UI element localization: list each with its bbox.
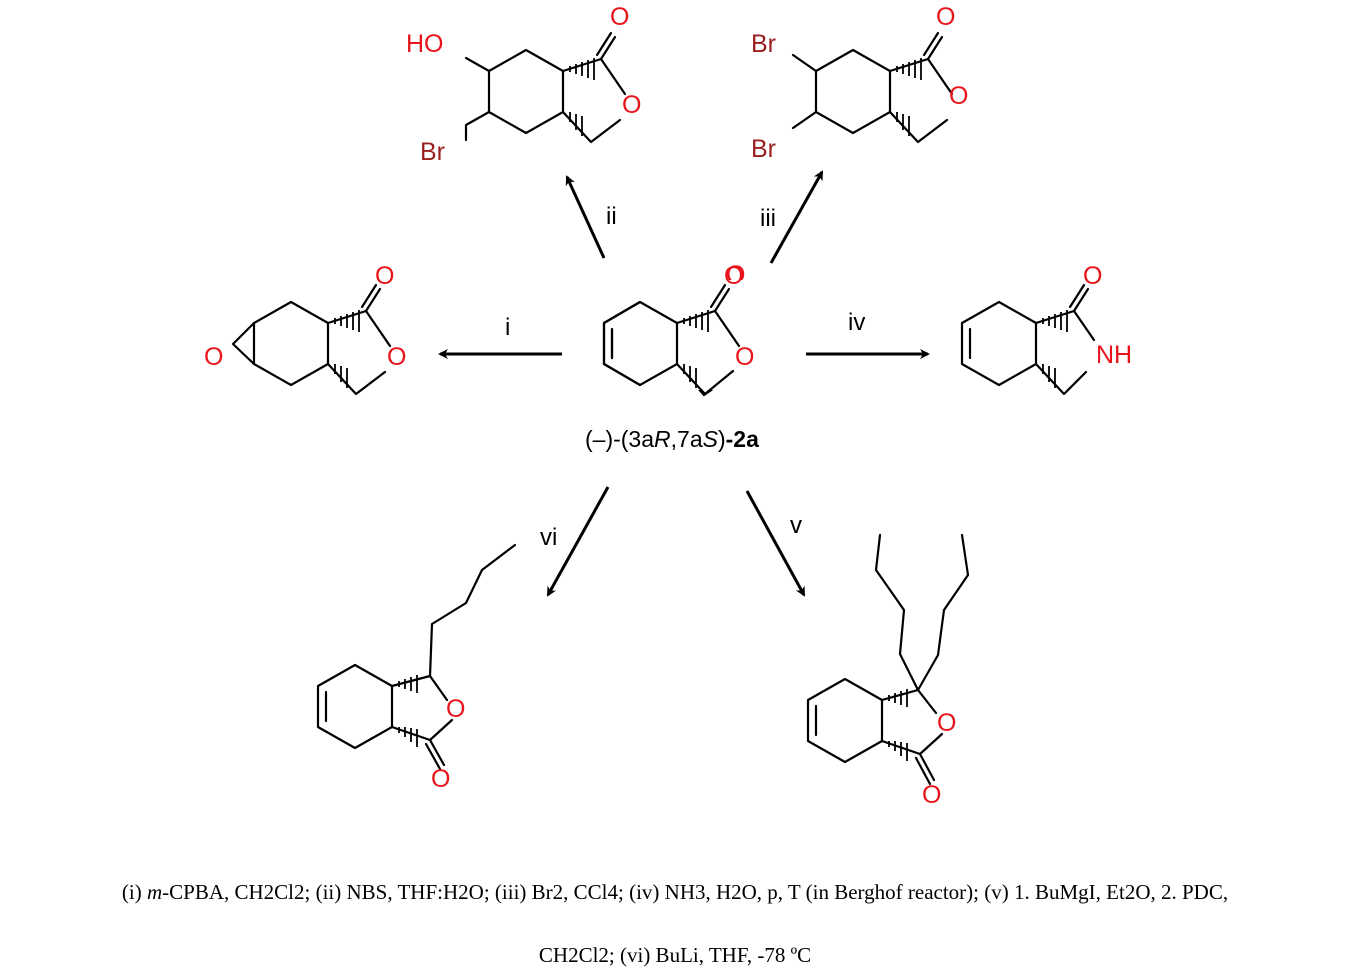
ring-o-bromohydrin: O bbox=[622, 91, 641, 119]
carbonyl-o-epoxide: O bbox=[375, 262, 394, 290]
ring-o-dibromide: O bbox=[949, 82, 968, 110]
compound-dibromide: Br Br O O bbox=[751, 3, 968, 163]
arrow-iii bbox=[769, 170, 824, 264]
bromine-bromohydrin: Br bbox=[420, 138, 445, 166]
ring-o-dibutyl-lactone: O bbox=[937, 709, 956, 737]
label-vi: vi bbox=[540, 524, 557, 551]
compound-dibutyl-lactone: O O bbox=[806, 533, 970, 809]
footnote-line-2: CH2Cl2; (vi) BuLi, THF, -78 ºC bbox=[538, 943, 812, 967]
label-ii: ii bbox=[606, 203, 617, 230]
compound-bromohydrin: HO Br O O bbox=[406, 3, 641, 166]
carbonyl-o-dibromide: O bbox=[936, 3, 955, 31]
footnote-italic: m bbox=[146, 880, 163, 904]
lactam-nh: NH bbox=[1096, 341, 1132, 369]
carbonyl-o-bromohydrin: O bbox=[610, 3, 629, 31]
compound-2a-label: (–)-(3aR,7aS)-2a bbox=[585, 426, 759, 452]
arrow-vi bbox=[546, 486, 610, 597]
carbonyl-o-2a: O bbox=[724, 262, 743, 290]
epoxide-o: O bbox=[204, 343, 223, 371]
ring-o-butyl-lactone: O bbox=[446, 695, 465, 723]
compound-epoxide: O O O bbox=[204, 262, 406, 396]
ring-o-2a: O bbox=[735, 343, 754, 371]
label-v: v bbox=[790, 512, 802, 539]
compound-2a-drawing: O O bbox=[602, 262, 754, 396]
footnote-line-1: (i) m-CPBA, CH2Cl2; (ii) NBS, THF:H2O; (… bbox=[0, 880, 1350, 905]
arrow-ii bbox=[565, 175, 606, 259]
ring-o-epoxide: O bbox=[387, 343, 406, 371]
bromine-dibromide-bottom: Br bbox=[751, 135, 776, 163]
carbonyl-o-lactam: O bbox=[1083, 262, 1102, 290]
compound-butyl-lactone: O O bbox=[316, 543, 517, 793]
compound-lactam: O NH bbox=[960, 262, 1132, 396]
label-iii: iii bbox=[760, 205, 776, 232]
carbonyl-o-dibutyl-lactone: O bbox=[922, 781, 941, 809]
arrow-v bbox=[745, 490, 806, 597]
footnote-text: (i) bbox=[121, 880, 147, 904]
bromine-dibromide-top: Br bbox=[751, 30, 776, 58]
label-i: i bbox=[505, 314, 510, 341]
hydroxyl-ho: HO bbox=[406, 30, 444, 58]
footnote-text: -CPBA, CH2Cl2; (ii) NBS, THF:H2O; (iii) … bbox=[162, 880, 1229, 904]
label-iv: iv bbox=[848, 309, 865, 336]
carbonyl-o-butyl-lactone: O bbox=[431, 765, 450, 793]
